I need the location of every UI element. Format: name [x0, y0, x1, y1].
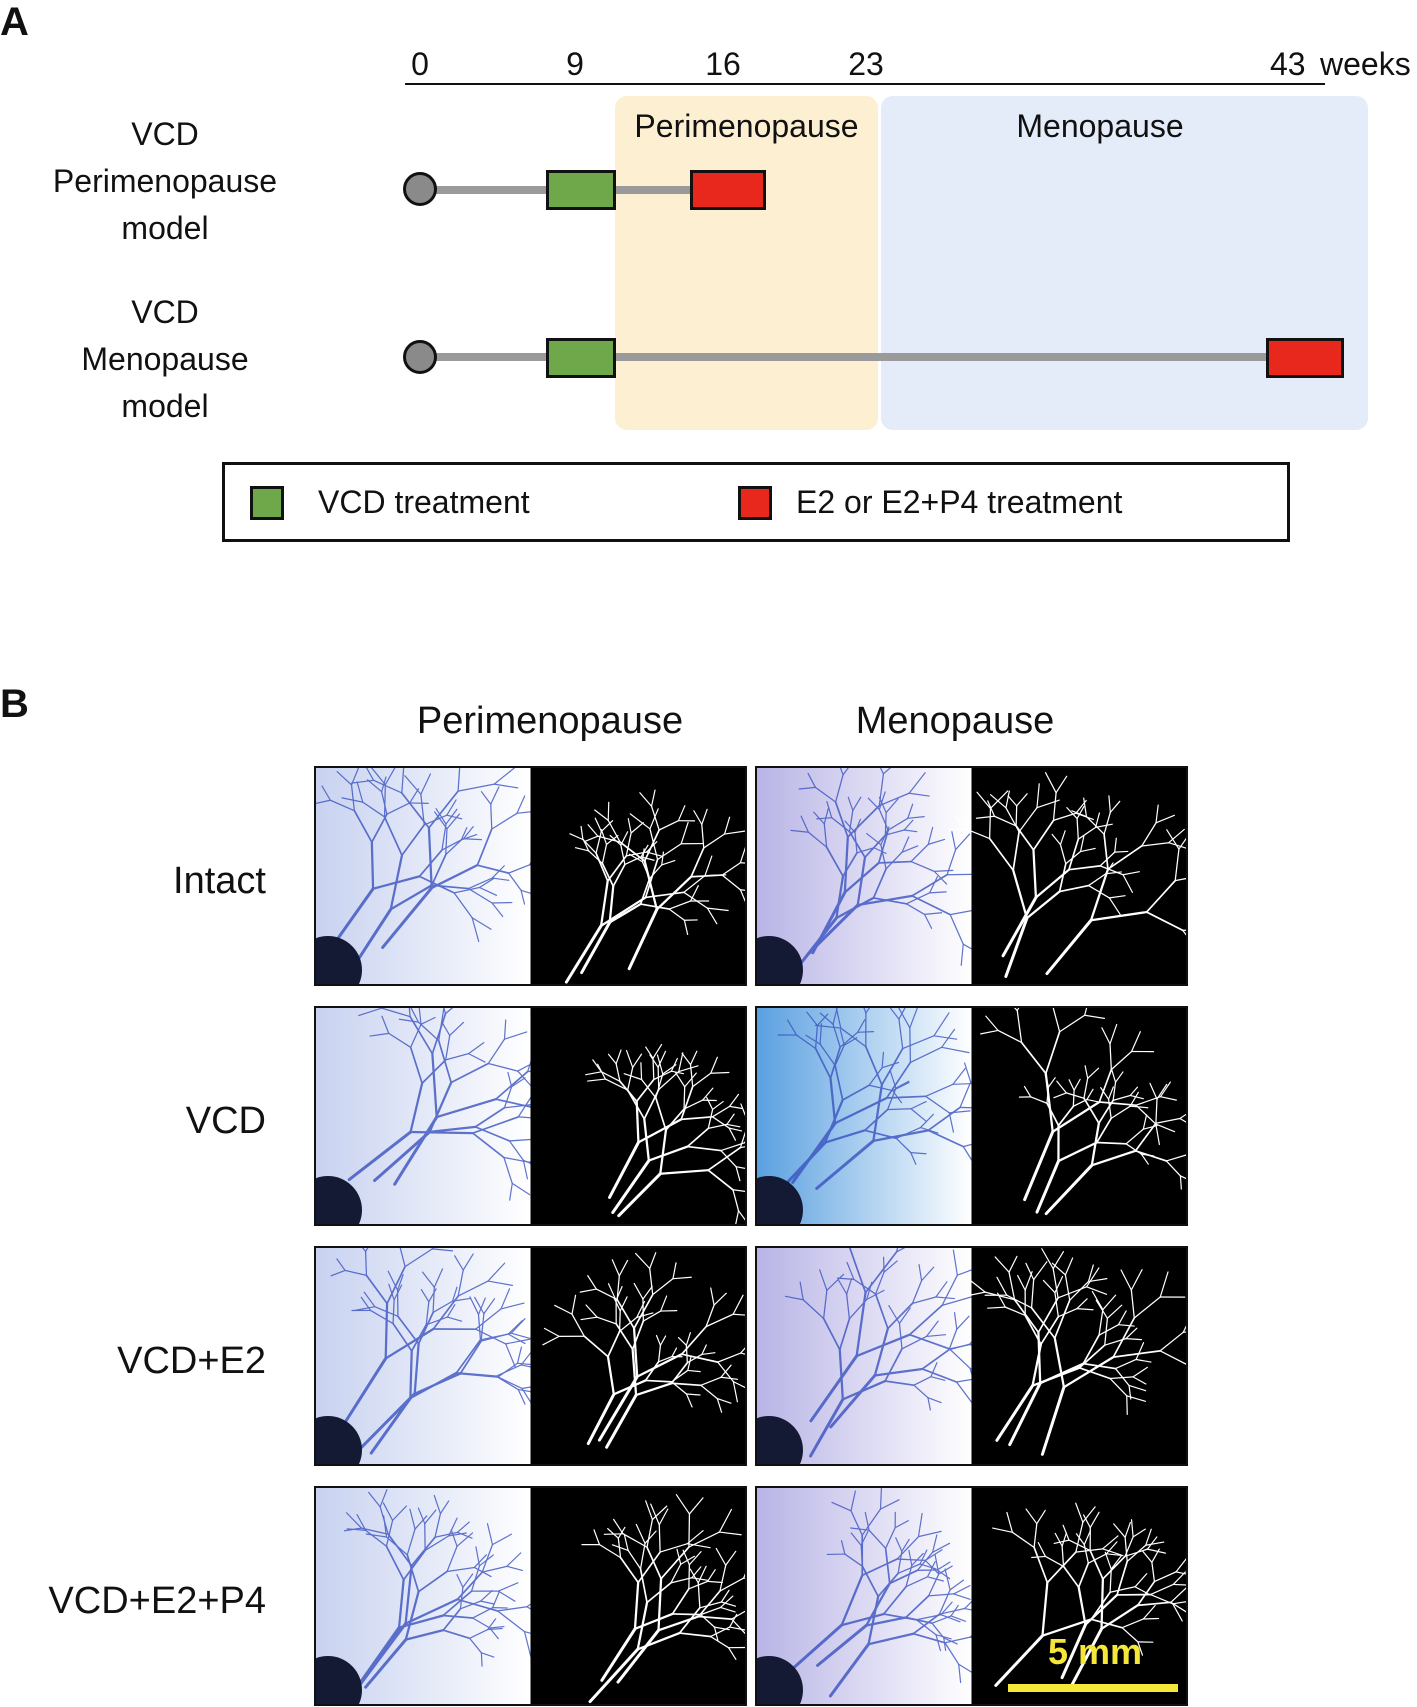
model-1-label-line2: Perimenopause — [52, 163, 278, 199]
model-1-start-marker — [403, 172, 437, 206]
perimenopause-phase-label: Perimenopause — [634, 108, 859, 144]
legend-e2-swatch — [738, 486, 772, 520]
tick-43: 43 — [1270, 46, 1306, 82]
perimenopause-phase-region — [615, 96, 878, 430]
time-unit: weeks — [1320, 46, 1411, 82]
time-axis-line — [405, 83, 1325, 85]
model-1-label-line3: model — [121, 210, 209, 246]
micrograph-perimenopause-vcd-e2-p4 — [314, 1486, 747, 1706]
micrograph-perimenopause-intact — [314, 766, 747, 986]
model-2-label-line3: model — [121, 388, 209, 424]
row-label-intact: Intact — [173, 860, 266, 902]
scale-bar — [1008, 1684, 1178, 1692]
model-2-label-line2: Menopause — [81, 341, 249, 377]
model-1-label-line1: VCD — [131, 116, 199, 152]
menopause-phase-region — [881, 96, 1368, 430]
column-header-menopause: Menopause — [855, 700, 1055, 742]
model-2-vcd-treatment-block — [546, 338, 616, 378]
legend-box — [222, 462, 1290, 542]
panel-b-label: B — [0, 682, 29, 726]
row-label-vcd-e2-p4: VCD+E2+P4 — [48, 1580, 266, 1622]
tick-23: 23 — [848, 46, 884, 82]
model-1-vcd-treatment-block — [546, 170, 616, 210]
legend-e2-label: E2 or E2+P4 treatment — [796, 484, 1123, 520]
tick-0: 0 — [411, 46, 429, 82]
model-2-timeline-line — [420, 353, 1272, 361]
micrograph-menopause-vcd — [755, 1006, 1188, 1226]
model-2-start-marker — [403, 340, 437, 374]
row-label-vcd: VCD — [185, 1100, 266, 1142]
tick-9: 9 — [566, 46, 584, 82]
model-2-e2-treatment-block — [1266, 338, 1344, 378]
scale-bar-label: 5 mm — [1047, 1631, 1143, 1672]
micrograph-menopause-vcd-e2 — [755, 1246, 1188, 1466]
model-2-label-line1: VCD — [131, 294, 199, 330]
menopause-phase-label: Menopause — [1016, 108, 1184, 144]
micrograph-perimenopause-vcd — [314, 1006, 747, 1226]
tick-16: 16 — [705, 46, 741, 82]
micrograph-menopause-intact — [755, 766, 1188, 986]
model-1-e2-treatment-block — [690, 170, 766, 210]
column-header-perimenopause: Perimenopause — [416, 700, 684, 742]
micrograph-perimenopause-vcd-e2 — [314, 1246, 747, 1466]
row-label-vcd-e2: VCD+E2 — [117, 1340, 266, 1382]
micrograph-menopause-vcd-e2-p4 — [755, 1486, 1188, 1706]
legend-vcd-label: VCD treatment — [318, 484, 530, 520]
legend-vcd-swatch — [250, 486, 284, 520]
panel-a-label: A — [0, 0, 29, 44]
